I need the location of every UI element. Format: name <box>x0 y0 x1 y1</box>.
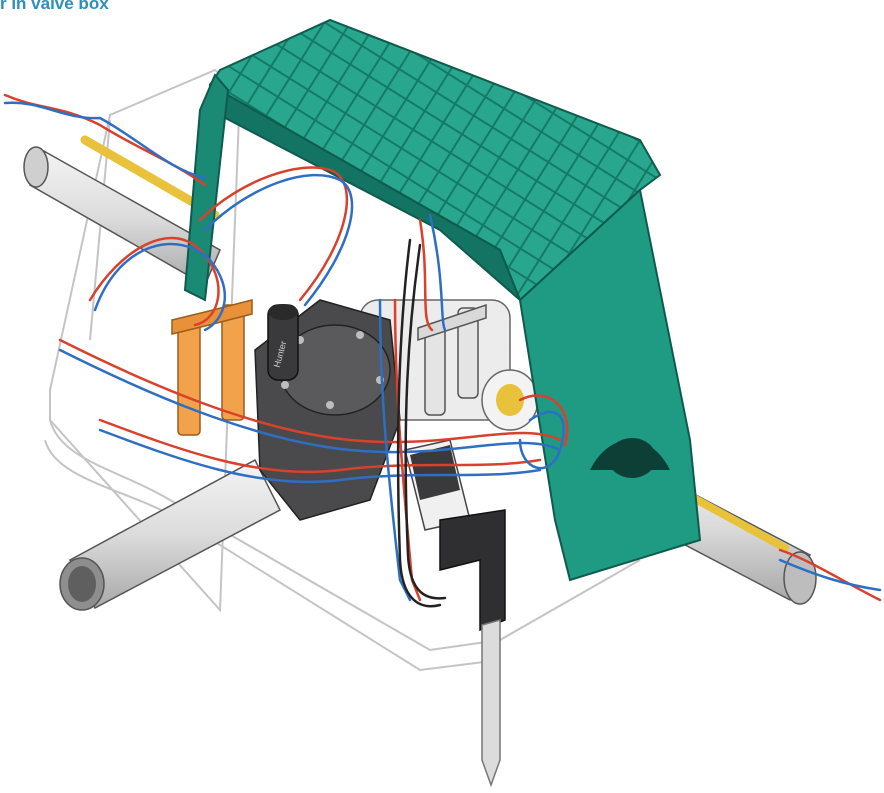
ground-stake <box>481 619 501 788</box>
valve-box-lid <box>183 18 702 582</box>
wire-bundle <box>3 93 882 608</box>
left-lower-pipe <box>59 458 281 611</box>
solenoid-valve: Hunter <box>254 299 401 521</box>
wire-connectors-grey <box>417 303 487 416</box>
decoder-module <box>404 439 506 632</box>
lid-pipe-cutout <box>608 438 656 478</box>
page-title: r in valve box <box>0 0 109 13</box>
